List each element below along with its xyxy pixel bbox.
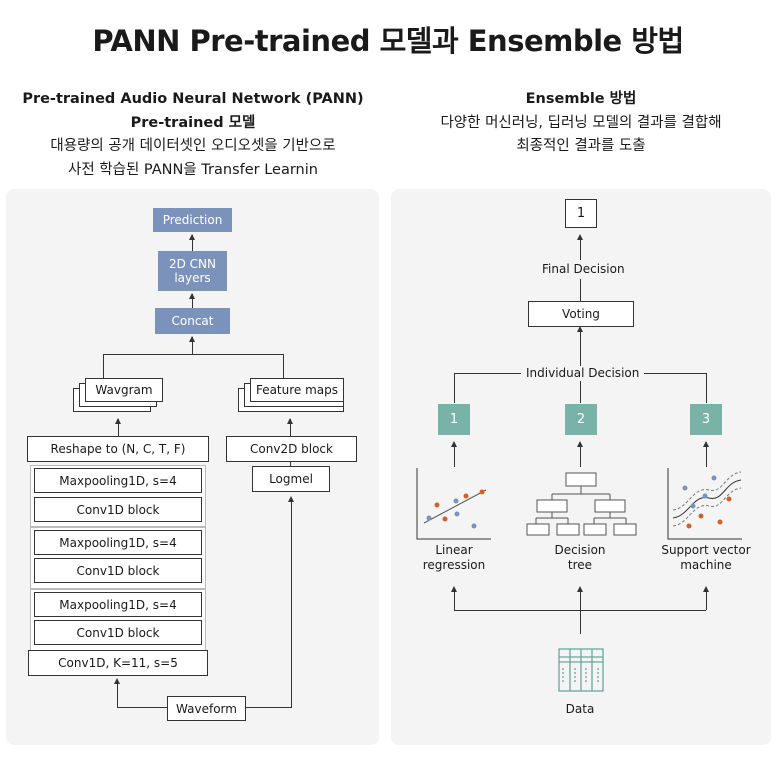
conv1d-k11-box: Conv1D, K=11, s=5 bbox=[28, 650, 208, 676]
maxpool-box-3: Maxpooling1D, s=4 bbox=[34, 592, 202, 617]
maxpool-box-1: Maxpooling1D, s=4 bbox=[34, 468, 202, 493]
cnn-layers-box: 2D CNN layers bbox=[158, 251, 227, 291]
linear-regression-icon bbox=[416, 468, 491, 540]
wavgram-box: Wavgram bbox=[85, 378, 163, 402]
conv2d-block-box: Conv2D block bbox=[226, 436, 357, 462]
left-header-line3: 대용량의 공개 데이터셋인 오디오셋을 기반으로 bbox=[50, 138, 336, 154]
maxpool-box-2: Maxpooling1D, s=4 bbox=[34, 530, 202, 555]
individual-decision-label: Individual Decision bbox=[521, 366, 645, 381]
feature-maps-box: Feature maps bbox=[250, 378, 344, 402]
page-title: PANN Pre-trained 모델과 Ensemble 방법 bbox=[92, 24, 684, 58]
concat-box: Concat bbox=[155, 308, 230, 334]
right-header-line3: 최종적인 결과를 도출 bbox=[516, 138, 646, 154]
conv1d-block-box-1: Conv1D block bbox=[34, 497, 202, 522]
final-value-box: 1 bbox=[565, 199, 597, 228]
right-header-line2: 다양한 머신러닝, 딥러닝 모델의 결과를 결합해 bbox=[440, 114, 722, 131]
model-number-1: 1 bbox=[438, 404, 470, 435]
prediction-box: Prediction bbox=[153, 208, 232, 232]
left-header-line4: 사전 학습된 PANN을 Transfer Learnin bbox=[68, 161, 318, 178]
final-decision-label: Final Decision bbox=[537, 262, 630, 277]
logmel-box: Logmel bbox=[252, 466, 330, 492]
decision-tree-icon bbox=[526, 472, 637, 536]
data-server-icon bbox=[558, 648, 604, 692]
model-name-2: Decision tree bbox=[554, 543, 606, 572]
model-number-2: 2 bbox=[565, 404, 597, 435]
right-header-line1: Ensemble 방법 bbox=[525, 91, 637, 107]
conv1d-block-box-2: Conv1D block bbox=[34, 558, 202, 583]
conv1d-block-box-3: Conv1D block bbox=[34, 620, 202, 645]
model-name-1: Linear regression bbox=[422, 543, 486, 572]
left-header: Pre-trained Audio Neural Network (PANN) … bbox=[10, 88, 376, 182]
reshape-box: Reshape to (N, C, T, F) bbox=[27, 436, 209, 462]
voting-box: Voting bbox=[528, 301, 634, 327]
right-header: Ensemble 방법 다양한 머신러닝, 딥러닝 모델의 결과를 결합해 최종… bbox=[391, 88, 771, 159]
model-name-3: Support vector machine bbox=[661, 543, 751, 572]
data-label: Data bbox=[565, 702, 595, 716]
left-header-line1: Pre-trained Audio Neural Network (PANN) bbox=[22, 91, 364, 107]
model-number-3: 3 bbox=[690, 404, 722, 435]
left-header-line2: Pre-trained 모델 bbox=[130, 114, 256, 131]
waveform-box: Waveform bbox=[167, 696, 246, 721]
svm-icon bbox=[667, 468, 742, 540]
